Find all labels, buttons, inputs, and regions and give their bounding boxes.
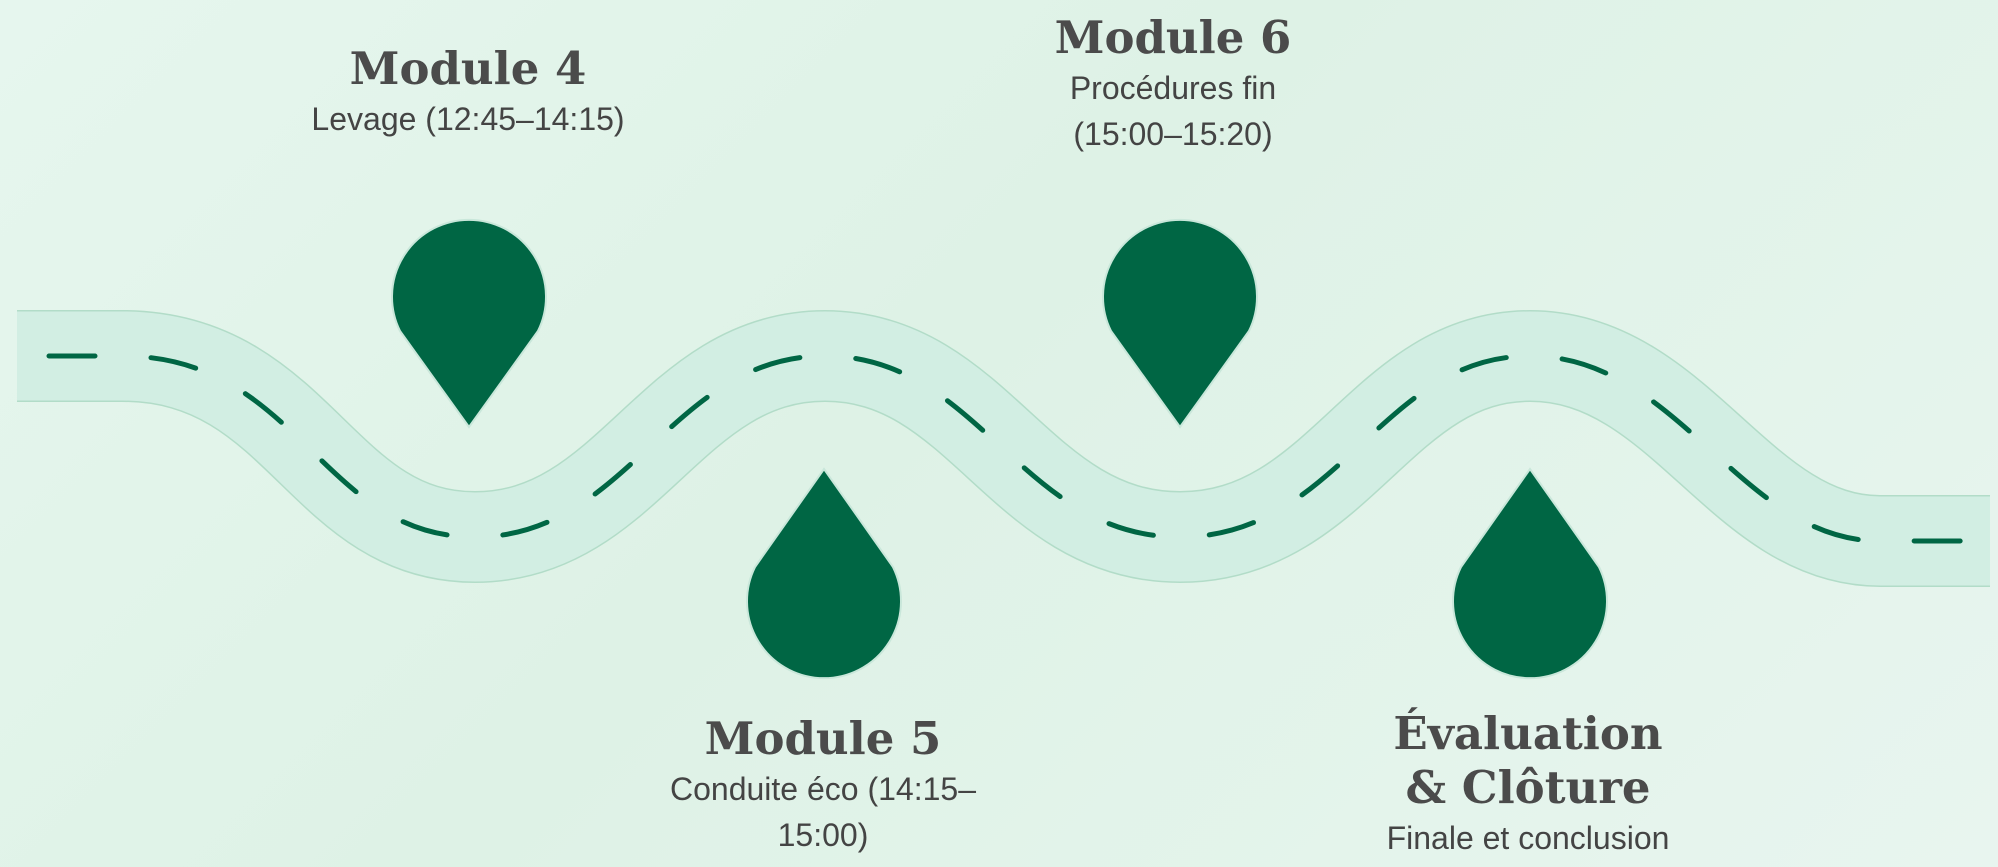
pin-module-5: [746, 467, 902, 680]
pin-evaluation: [1452, 467, 1608, 680]
milestone-subtitle: Finale et conclusion: [1386, 820, 1670, 856]
milestone-module-5: Module 5 Conduite éco (14:15–15:00): [623, 712, 1023, 858]
milestone-module-6: Module 6 Procédures fin (15:00–15:20): [973, 11, 1373, 157]
milestone-title: Module 4: [349, 42, 587, 95]
milestone-evaluation: Évaluation & Clôture Finale et conclusio…: [1328, 707, 1728, 861]
milestone-title: Module 6: [1054, 11, 1292, 64]
road-center-dashes: [14, 353, 1993, 544]
pin-module-4: [391, 218, 547, 429]
milestone-subtitle: Levage (12:45–14:15): [311, 101, 625, 137]
road-surface: [17, 311, 1990, 586]
milestone-subtitle: Conduite éco (14:15–15:00): [670, 771, 976, 853]
milestone-subtitle: Procédures fin (15:00–15:20): [1069, 70, 1277, 152]
pin-module-6: [1102, 218, 1258, 429]
milestone-module-4: Module 4 Levage (12:45–14:15): [268, 42, 668, 142]
milestone-title: Évaluation & Clôture: [1393, 707, 1663, 814]
milestone-title: Module 5: [704, 712, 942, 765]
road: [14, 309, 1993, 587]
